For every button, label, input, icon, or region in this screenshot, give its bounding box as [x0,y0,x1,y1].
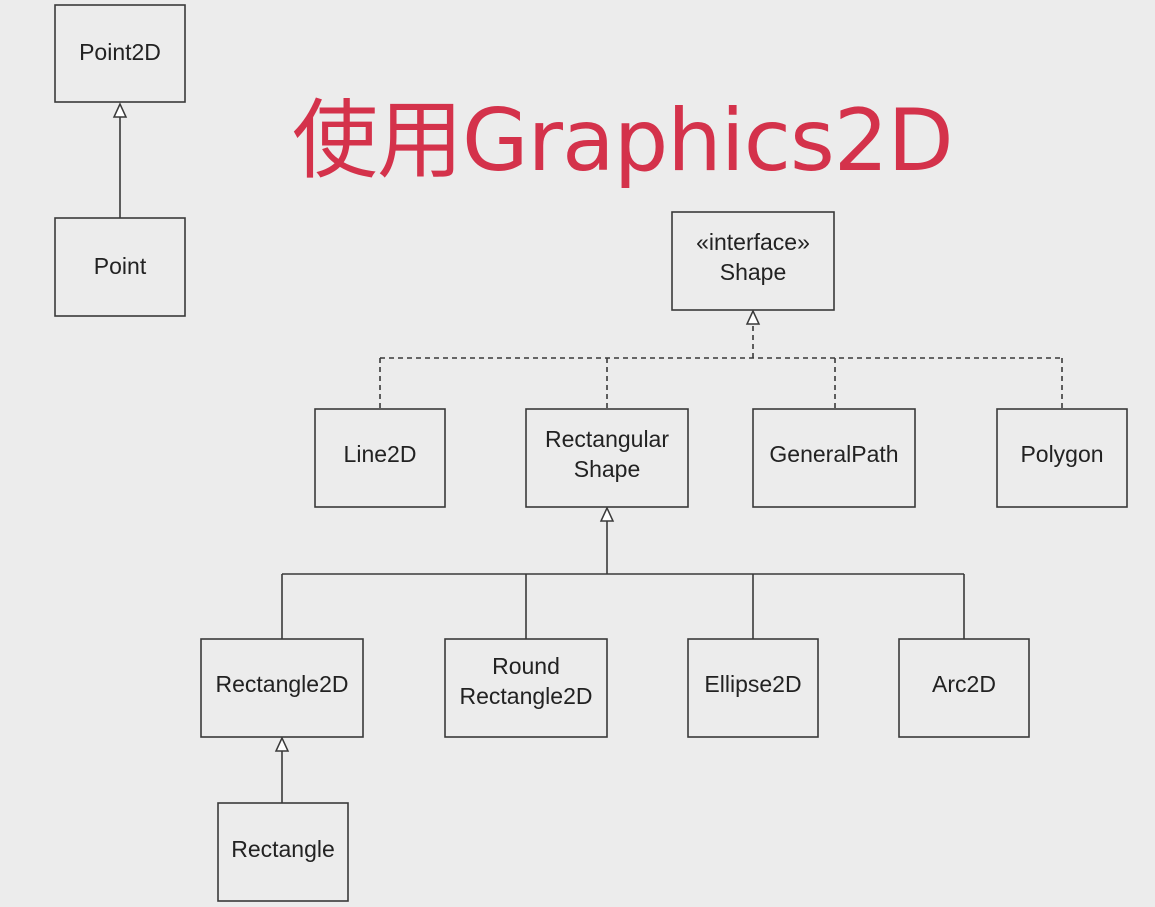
inheritance-arrowhead [274,736,290,752]
class-name: Rectangle [231,836,335,862]
class-name-line2: Shape [574,456,641,482]
class-box-point2d: Point2D [54,4,186,103]
class-box-rectangular-shape: Rectangular Shape [525,408,689,508]
class-name-line1: Round [492,653,560,679]
diagram-title: 使用Graphics2D [292,91,954,191]
class-name: Point [94,253,147,279]
class-box-shape: «interface» Shape [671,211,835,311]
class-box-polygon: Polygon [996,408,1128,508]
class-name: Shape [720,259,787,285]
class-box-round-rectangle2d: Round Rectangle2D [444,638,608,738]
class-box-arc2d: Arc2D [898,638,1030,738]
inheritance-arrowhead [112,102,128,118]
class-name-line2: Rectangle2D [460,683,593,709]
inheritance-arrowhead [599,506,615,522]
class-box-general-path: GeneralPath [752,408,916,508]
class-box-rectangle2d: Rectangle2D [200,638,364,738]
class-name-line1: Rectangular [545,426,669,452]
class-box-rectangle: Rectangle [217,802,349,902]
realization-arrowhead [745,309,761,325]
class-name: GeneralPath [769,441,898,467]
class-box-ellipse2d: Ellipse2D [687,638,819,738]
connectors [112,102,1063,803]
class-name: Rectangle2D [216,671,349,697]
stereotype-label: «interface» [696,229,810,255]
class-box-point: Point [54,217,186,317]
class-name: Polygon [1020,441,1103,467]
class-name: Ellipse2D [704,671,801,697]
class-name: Arc2D [932,671,996,697]
class-box-line2d: Line2D [314,408,446,508]
class-name: Point2D [79,39,161,65]
class-name: Line2D [344,441,417,467]
